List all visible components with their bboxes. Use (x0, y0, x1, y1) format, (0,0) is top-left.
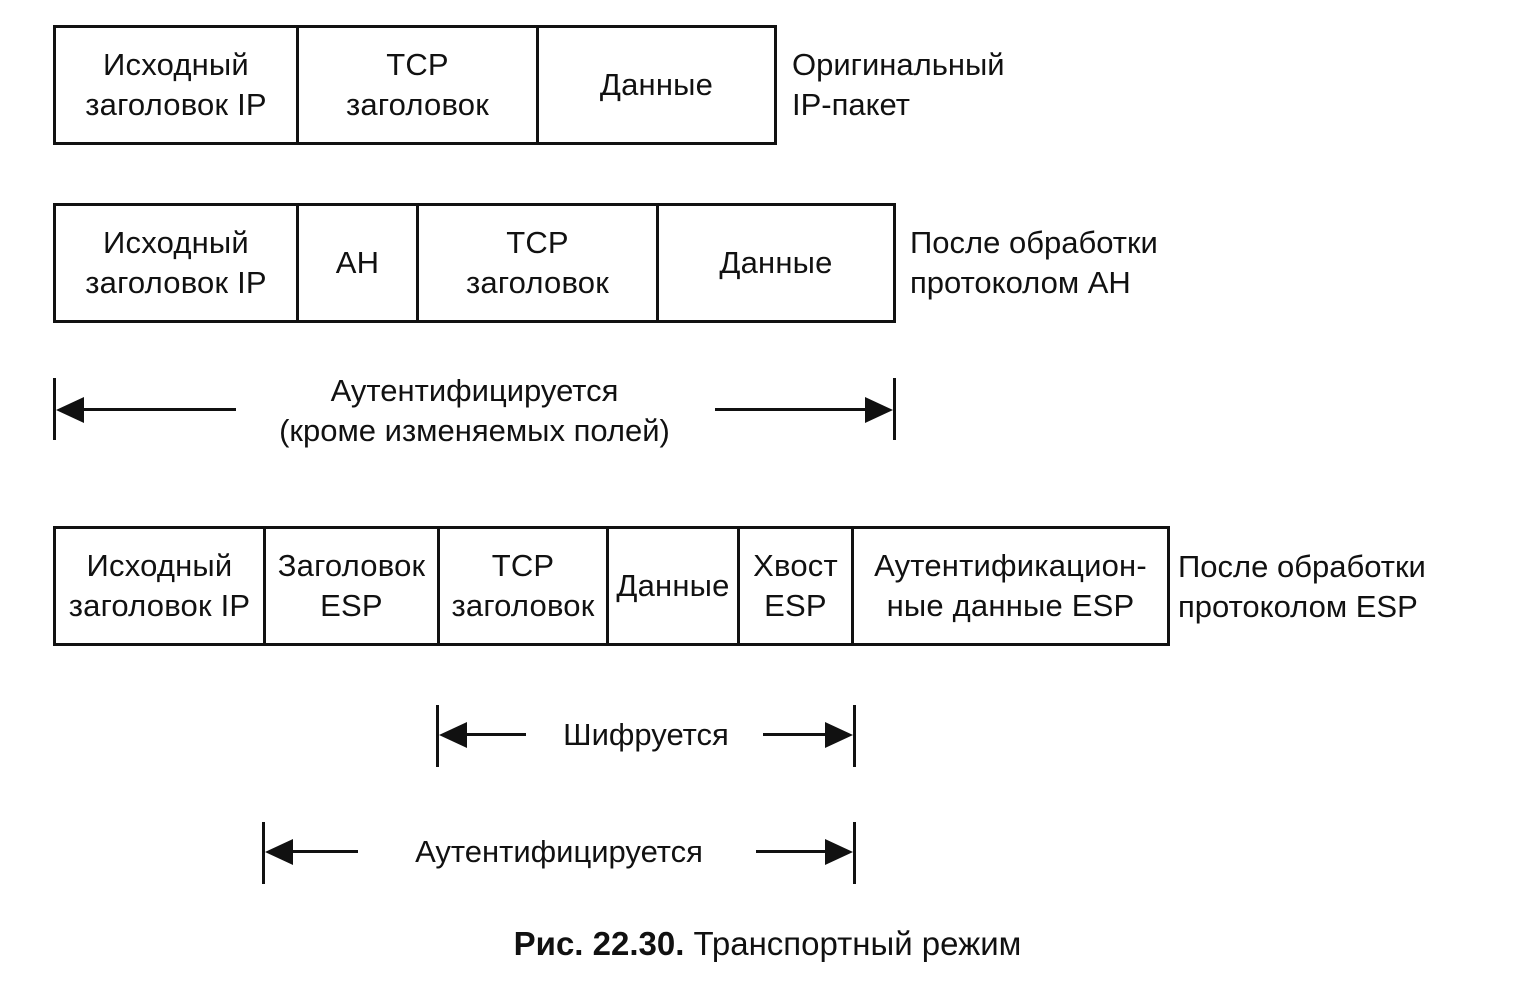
range-left-tick (436, 705, 439, 767)
packet-cell-esp-header: Заголовок ESP (266, 529, 440, 643)
ah-packet-label: После обработки протоколом AH (910, 225, 1158, 300)
figure-caption: Рис. 22.30. Транспортный режим (0, 922, 1535, 966)
arrow-left-line (290, 850, 358, 853)
arrow-left-line (464, 733, 526, 736)
packet-cell-ip-header: Исходный заголовок IP (56, 529, 266, 643)
packet-cell-esp-auth-data: Аутентификацион- ные данные ESP (874, 548, 1147, 623)
esp-packet-label: После обработки протоколом ESP (1178, 549, 1426, 624)
figure-number: Рис. 22.30. (513, 925, 685, 962)
arrow-right-line (715, 408, 867, 411)
arrow-left-line (81, 408, 236, 411)
arrow-right-line (763, 733, 827, 736)
arrow-right-icon (865, 397, 893, 423)
esp-encrypted-label: Шифруется (563, 717, 729, 752)
arrow-left-icon (439, 722, 467, 748)
esp-encrypted-range: Шифруется (436, 705, 856, 767)
figure-title: Транспортный режим (684, 925, 1022, 962)
original-ip-packet: Исходный заголовок IP TCP заголовок Данн… (53, 25, 777, 145)
esp-authenticated-range: Аутентифицируется (262, 822, 856, 884)
arrow-right-icon (825, 722, 853, 748)
packet-cell-tcp-header: TCP заголовок (440, 529, 609, 643)
packet-cell-esp-trailer: Хвост ESP (740, 529, 854, 643)
range-left-tick (262, 822, 265, 884)
packet-cell-data: Данные (719, 245, 833, 280)
range-right-tick (853, 705, 856, 767)
packet-cell-tcp-header: TCP заголовок (299, 28, 539, 142)
arrow-left-icon (56, 397, 84, 423)
arrow-right-line (756, 850, 827, 853)
ah-authenticated-range: Аутентифицируется (кроме изменяемых поле… (53, 373, 896, 448)
esp-packet: Исходный заголовок IP Заголовок ESP TCP … (53, 526, 1170, 646)
arrow-right-icon (825, 839, 853, 865)
range-right-tick (853, 822, 856, 884)
packet-cell-data: Данные (609, 529, 740, 643)
range-left-tick (53, 378, 56, 440)
packet-cell-ah: AH (299, 206, 419, 320)
packet-cell-tcp-header: TCP заголовок (419, 206, 659, 320)
ah-authenticated-label: Аутентифицируется (кроме изменяемых поле… (279, 373, 670, 448)
ah-packet: Исходный заголовок IP AH TCP заголовок Д… (53, 203, 896, 323)
esp-authenticated-label: Аутентифицируется (415, 834, 703, 869)
packet-cell-ip-header: Исходный заголовок IP (56, 28, 299, 142)
packet-cell-data: Данные (599, 67, 714, 102)
range-right-tick (893, 378, 896, 440)
arrow-left-icon (265, 839, 293, 865)
packet-cell-ip-header: Исходный заголовок IP (56, 206, 299, 320)
original-packet-label: Оригинальный IP-пакет (792, 47, 1005, 122)
